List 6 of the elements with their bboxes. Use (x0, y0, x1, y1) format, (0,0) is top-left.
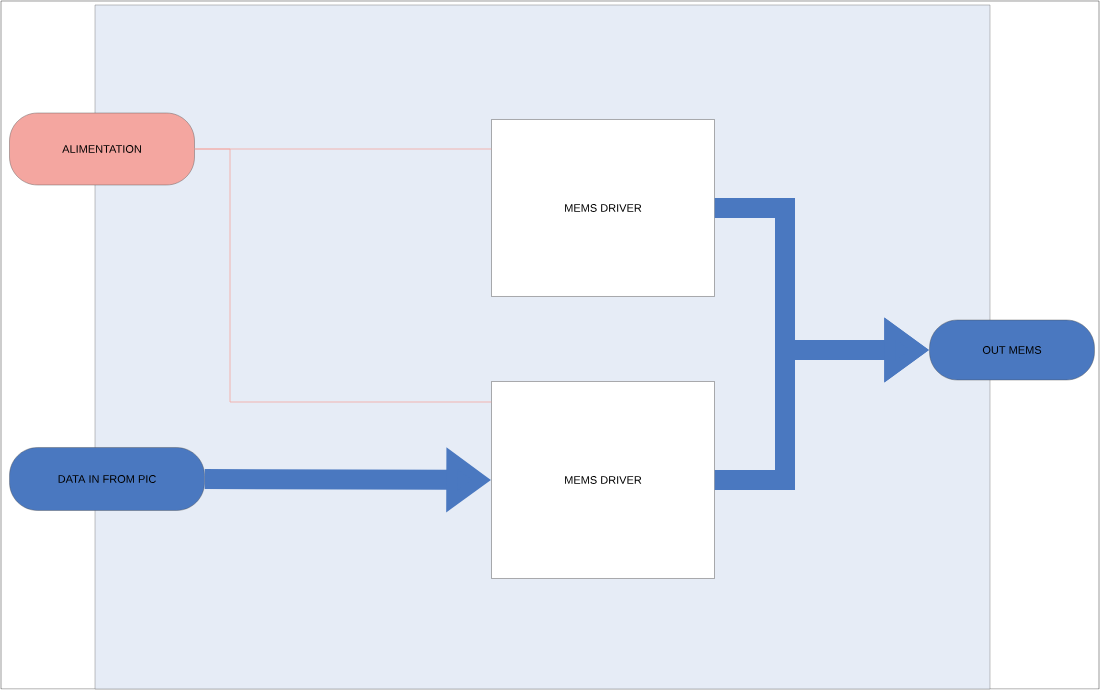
driver-box: MEMS DRIVER (491, 119, 715, 297)
terminal-pill: OUT MEMS (929, 319, 1095, 381)
terminal-pill: ALIMENTATION (9, 112, 195, 186)
terminal-pill: DATA IN FROM PIC (9, 447, 205, 511)
connector-line (194, 148, 492, 403)
driver-box: MEMS DRIVER (491, 381, 715, 579)
